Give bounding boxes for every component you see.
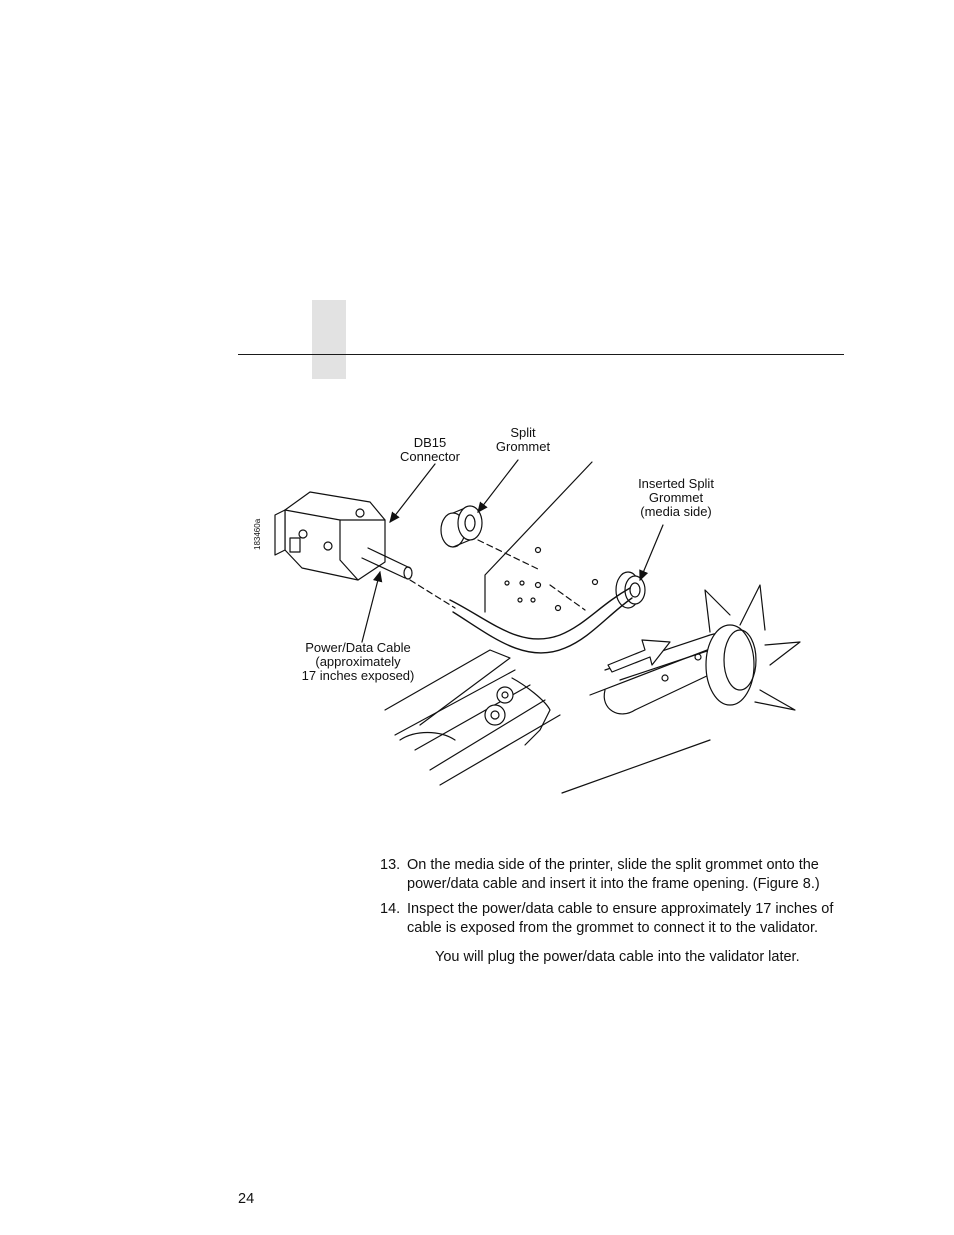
chapter-tab <box>312 300 346 379</box>
cable-arrow <box>361 570 383 643</box>
frame-plate-drawing <box>484 461 599 613</box>
inserted-grommet-label: Inserted Split Grommet (media side) <box>638 476 714 519</box>
split-grommet-drawing <box>440 505 483 548</box>
printer-mechanism-drawing <box>384 584 801 794</box>
step-number: 13. <box>380 857 401 873</box>
cable-label: Power/Data Cable (approximately 17 inche… <box>301 640 415 683</box>
step-text: Inspect the power/data cable to ensure a… <box>407 901 834 936</box>
figure-drawing <box>274 459 801 794</box>
header-rule <box>238 354 844 355</box>
step-14: 14. Inspect the power/data cable to ensu… <box>380 900 850 938</box>
step-number: 14. <box>380 901 401 917</box>
db15-arrow <box>389 463 436 523</box>
db15-connector-drawing <box>274 491 413 581</box>
installation-figure: Split Grommet DB15 Connector Inserted Sp… <box>240 410 850 810</box>
step-13: 13. On the media side of the printer, sl… <box>380 856 850 894</box>
page-number: 24 <box>238 1191 255 1207</box>
inserted-grommet-arrow <box>639 524 664 582</box>
inserted-grommet-drawing <box>615 571 646 609</box>
split-grommet-label: Split Grommet <box>495 425 551 454</box>
split-grommet-arrow <box>477 459 519 513</box>
step-text: On the media side of the printer, slide … <box>407 857 820 892</box>
figure-number: 183460a <box>253 518 262 550</box>
db15-connector-label: DB15 Connector <box>400 435 460 464</box>
note-text: You will plug the power/data cable into … <box>435 949 800 965</box>
instruction-steps: 13. On the media side of the printer, sl… <box>380 856 850 967</box>
